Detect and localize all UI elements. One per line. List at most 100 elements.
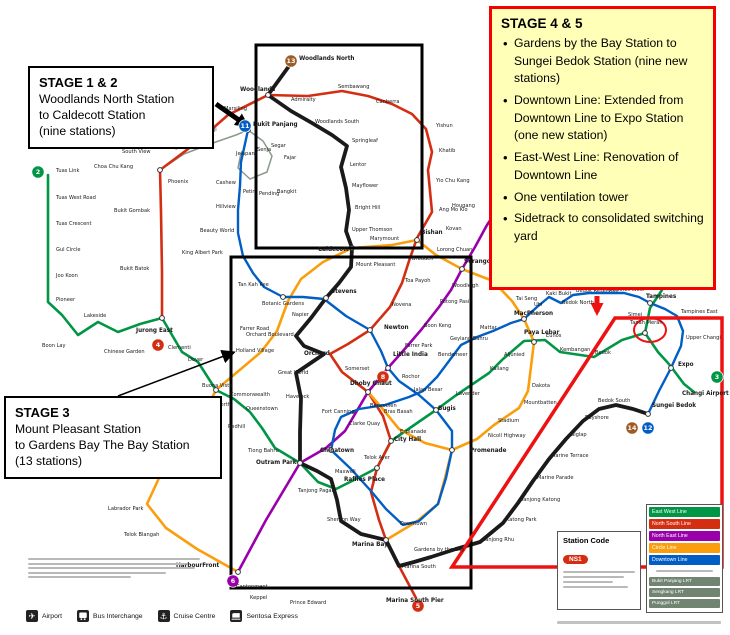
station-label: Kaki Bukit <box>546 291 571 297</box>
station-label: Beauty World <box>200 228 234 234</box>
interchange-node <box>235 569 241 575</box>
station-label: Yishun <box>435 123 453 129</box>
station-label: Admiralty <box>291 97 316 103</box>
station-label: Tampines East <box>680 309 718 315</box>
stage12-line: to Caldecott Station <box>39 107 146 122</box>
station-label: Joo Koon <box>55 273 78 279</box>
stage45-callout: STAGE 4 & 5 Gardens by the Bay Station t… <box>489 6 716 290</box>
legend-line-label: North East Line <box>652 533 688 539</box>
facility-label: Airport <box>42 612 63 620</box>
station-label: Tanah Merah <box>629 320 663 326</box>
station-label: Marsiling <box>224 106 247 112</box>
station-label: Eunos <box>546 333 562 339</box>
legend-circle-line: Circle Line <box>649 543 720 553</box>
legend-spacer <box>649 567 720 575</box>
station-label: Bedok South <box>598 398 630 404</box>
stage3-title: STAGE 3 <box>15 405 70 420</box>
interchange-node <box>414 237 420 243</box>
fine-print-line <box>28 562 187 565</box>
station-label: Upper Thomson <box>352 227 392 233</box>
facility-airport: ✈ Airport <box>26 610 62 622</box>
station-label: Jalan Besar <box>413 387 443 393</box>
interchange-node <box>521 316 527 322</box>
line-north-east <box>236 186 514 574</box>
terminus-badge <box>31 165 45 179</box>
facility-label: Sentosa Express <box>246 612 298 620</box>
station-label: Cashew <box>216 180 236 186</box>
terminus-badge-number: 5 <box>416 602 420 610</box>
interchange-node <box>449 447 455 453</box>
station-label: Marine Parade <box>537 475 574 481</box>
legend-line-label: North South Line <box>652 521 691 527</box>
station-label: Hougang <box>452 203 475 209</box>
terminus-badge-number: 4 <box>156 341 161 349</box>
stage45-bullet: Gardens by the Bay Station to Sungei Bed… <box>501 35 704 88</box>
station-label: Sembawang <box>338 84 369 90</box>
station-label: South View <box>122 149 151 155</box>
facility-bus-interchange: Bus Interchange <box>77 610 143 622</box>
interchange-node <box>367 327 373 333</box>
station-label: Braddell <box>412 256 433 262</box>
station-label: Stadium <box>498 418 519 424</box>
terminus-badge <box>376 370 390 384</box>
legend-fine-print-line <box>563 585 628 588</box>
station-label: King Albert Park <box>182 250 223 256</box>
fine-print-line <box>28 576 132 579</box>
stage3-connector <box>117 349 236 397</box>
interchange-node <box>328 447 334 453</box>
station-label: Novena <box>392 302 411 308</box>
station-label: Segar <box>271 143 287 149</box>
station-label: Little India <box>393 352 428 358</box>
station-label: Caldecott <box>318 247 349 253</box>
station-label: Tan Kah Kee <box>237 282 269 288</box>
station-label: Telok Blangah <box>123 532 159 538</box>
legend-north-south-line: North South Line <box>649 519 720 529</box>
fine-print-line <box>28 571 166 574</box>
station-label: Botanic Gardens <box>262 301 304 307</box>
station-label: Expo <box>678 362 694 368</box>
terminus-badge <box>411 599 425 613</box>
interchange-node <box>280 294 286 300</box>
station-label: Tuas West Road <box>55 195 96 201</box>
station-label: Havelock <box>286 394 309 400</box>
interchange-node <box>213 387 219 393</box>
station-label: Aljunied <box>504 352 525 358</box>
station-label: Mattar <box>480 325 498 331</box>
stage3-line: to Gardens Bay The Bay Station <box>15 437 190 452</box>
stage45-bullet: One ventilation tower <box>501 189 704 208</box>
station-label: Bendemeer <box>438 352 468 358</box>
station-label: Marina South <box>402 564 436 570</box>
interchange-node <box>388 438 394 444</box>
station-label: Commonwealth <box>230 392 270 398</box>
interchange-node <box>297 460 303 466</box>
interchange-node <box>531 339 537 345</box>
station-label: Boon Keng <box>424 323 451 329</box>
station-label: Yio Chu Kang <box>435 178 470 184</box>
station-label: Farrer Park <box>405 343 432 349</box>
station-label: Tampines <box>646 294 677 300</box>
terminus-badge <box>710 370 724 384</box>
station-label: Pioneer <box>56 297 76 303</box>
interchange-node <box>383 537 389 543</box>
station-label: Choa Chu Kang <box>94 164 133 170</box>
station-label: Gardens by the Bay <box>414 547 464 553</box>
station-label: City Hall <box>394 437 421 443</box>
airport-icon: ✈ <box>26 610 38 622</box>
station-label: Tanjong Katong <box>520 497 560 503</box>
tanah-merah-highlight-circle <box>633 317 667 343</box>
interchange-node <box>157 167 163 173</box>
station-label: Tuas Crescent <box>55 221 91 227</box>
station-label: Dhoby Ghaut <box>350 381 392 387</box>
stage12-line: Woodlands North Station <box>39 92 175 106</box>
station-label: Keppel <box>250 595 267 601</box>
station-label: Bugis <box>438 406 456 412</box>
station-label: Pending <box>259 191 279 197</box>
station-label: Upper Changi <box>686 335 721 341</box>
interchange-node <box>668 365 674 371</box>
station-label: Rochor <box>402 374 421 380</box>
station-label: Khatib <box>439 148 455 154</box>
interchange-node <box>323 295 329 301</box>
terminus-badge-number: 14 <box>628 424 637 432</box>
terminus-badge-number: 6 <box>231 577 236 585</box>
